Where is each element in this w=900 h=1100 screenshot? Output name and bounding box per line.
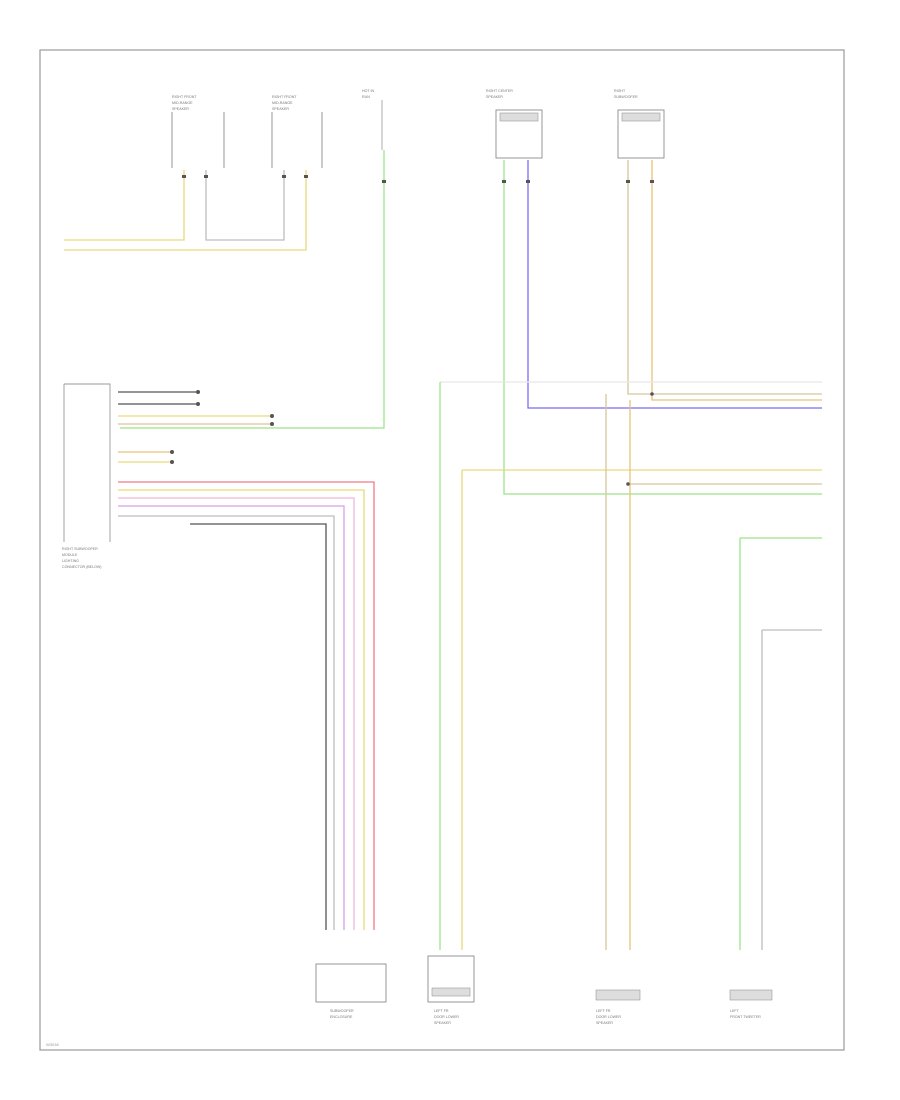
speaker-bottom-c: LEFT FR DOOR LOWER SPEAKER bbox=[595, 989, 641, 1025]
center-speaker-label-2: SPEAKER bbox=[486, 95, 503, 99]
speaker-bottom-d: LEFT FRONT TWEETER bbox=[729, 989, 773, 1019]
speaker-bottom-b-label-3: SPEAKER bbox=[434, 1021, 451, 1025]
speaker-top-2-label-3: SPEAKER bbox=[272, 107, 289, 111]
speaker-top-2: RIGHT FRONT MID-RANGE SPEAKER bbox=[271, 95, 323, 168]
speaker-bottom-b-label-1: LEFT FR bbox=[434, 1009, 449, 1013]
amplifier-module: RIGHT SUBWOOFER MODULE LIGHTING CONNECTO… bbox=[62, 383, 375, 930]
speaker-bottom-d-label-2: FRONT TWEETER bbox=[730, 1015, 761, 1019]
speaker-bottom-a-label-2: ENCLOSURE bbox=[330, 1015, 353, 1019]
amplifier-label-1: RIGHT SUBWOOFER bbox=[62, 547, 98, 551]
speaker-top-2-label-2: MID-RANGE bbox=[272, 101, 293, 105]
antenna-label-2: RUN bbox=[362, 95, 370, 99]
amplifier-label-4: CONNECTOR (BELOW) bbox=[62, 565, 101, 569]
antenna: HOT IN RUN bbox=[120, 89, 386, 429]
speaker-bottom-c-label-1: LEFT FR bbox=[596, 1009, 611, 1013]
speaker-bottom-b: LEFT FR DOOR LOWER SPEAKER bbox=[427, 955, 475, 1025]
speaker-bottom-b-label-2: DOOR LOWER bbox=[434, 1015, 459, 1019]
page-id: W3036 bbox=[46, 1042, 59, 1047]
speaker-bottom-c-label-2: DOOR LOWER bbox=[596, 1015, 621, 1019]
center-speaker: RIGHT CENTER SPEAKER bbox=[486, 89, 822, 495]
speaker-top-2-label-1: RIGHT FRONT bbox=[272, 95, 297, 99]
speaker-top-1-label-1: RIGHT FRONT bbox=[172, 95, 197, 99]
speaker-bottom-a: SUBWOOFER ENCLOSURE bbox=[315, 963, 387, 1019]
speaker-bottom-c-label-3: SPEAKER bbox=[596, 1021, 613, 1025]
wires-top-left bbox=[64, 170, 308, 251]
center-speaker-label-1: RIGHT CENTER bbox=[486, 89, 513, 93]
right-subwoofer-label-2: SUBWOOFER bbox=[614, 95, 638, 99]
speaker-top-1: RIGHT FRONT MID-RANGE SPEAKER bbox=[171, 95, 225, 168]
speaker-top-1-label-3: SPEAKER bbox=[172, 107, 189, 111]
antenna-label-1: HOT IN bbox=[362, 89, 375, 93]
right-subwoofer-label-1: RIGHT bbox=[614, 89, 626, 93]
amplifier-label-3: LIGHTING bbox=[62, 559, 79, 563]
diagram-frame bbox=[39, 49, 845, 1051]
right-subwoofer: RIGHT SUBWOOFER bbox=[614, 89, 822, 401]
speaker-bottom-a-label-1: SUBWOOFER bbox=[330, 1009, 354, 1013]
amplifier-label-2: MODULE bbox=[62, 553, 78, 557]
speaker-top-1-label-2: MID-RANGE bbox=[172, 101, 193, 105]
wires-right-runs bbox=[439, 381, 822, 950]
speaker-bottom-d-label-1: LEFT bbox=[730, 1009, 740, 1013]
